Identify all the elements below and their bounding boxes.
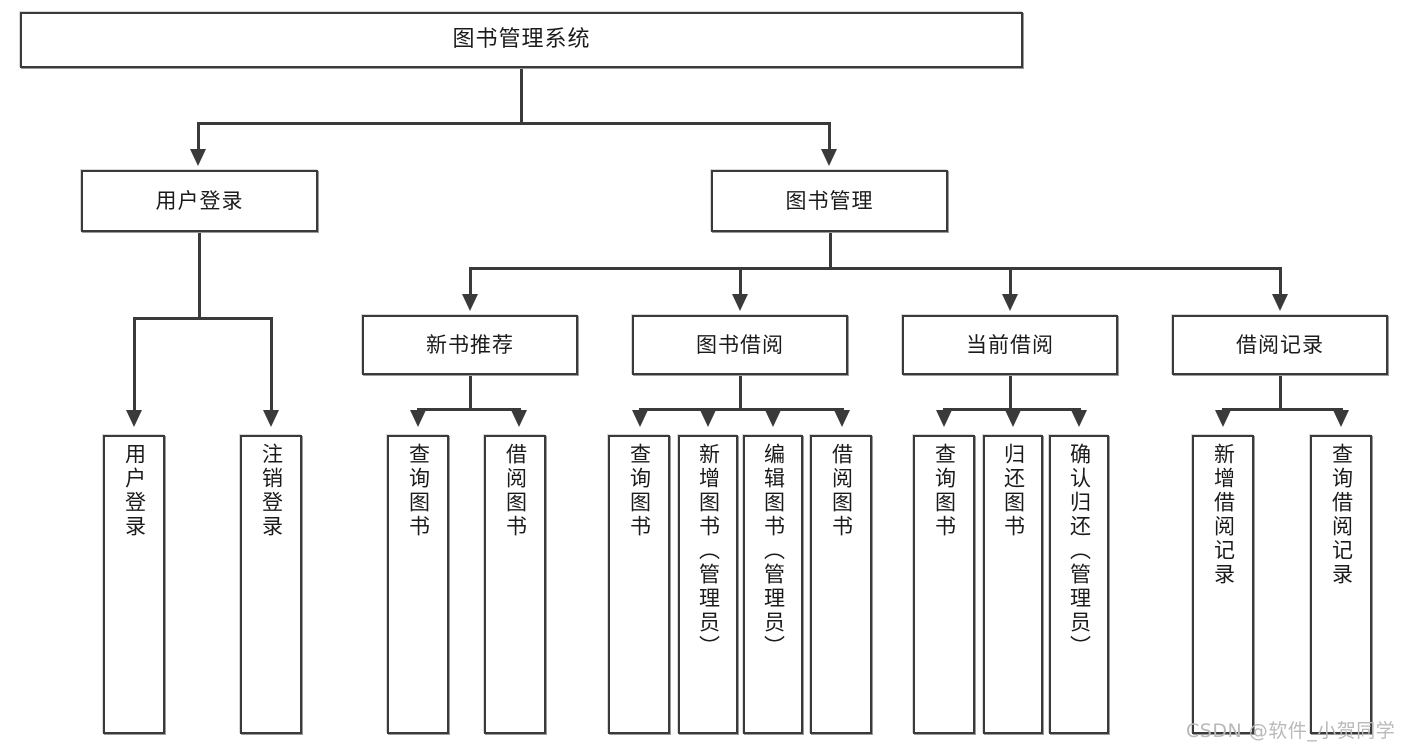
node-newbook[interactable]: 新书推荐 <box>362 315 578 375</box>
arrow-l-bor-1 <box>632 410 648 427</box>
node-l-cur-1[interactable]: 查询图书 <box>913 435 975 734</box>
connector-current-stem <box>1009 375 1012 408</box>
node-l-new-1[interactable]: 查询图书 <box>387 435 449 734</box>
node-l-bor-4[interactable]: 借阅图书 <box>810 435 872 734</box>
node-label-login: 用户登录 <box>155 188 244 213</box>
node-l-rec-1[interactable]: 新增借阅记录 <box>1192 435 1254 734</box>
arrow-l-cur-3 <box>1071 410 1087 427</box>
arrow-current <box>1002 294 1018 311</box>
arrow-borrow <box>732 294 748 311</box>
node-bookmgmt[interactable]: 图书管理 <box>711 170 948 232</box>
node-l-cur-2[interactable]: 归还图书 <box>983 435 1043 734</box>
node-label-l-cur-2: 归还图书 <box>1001 443 1026 539</box>
node-borrow[interactable]: 图书借阅 <box>632 315 848 375</box>
connector-newbook-drop <box>469 267 472 294</box>
arrow-l-cur-2 <box>1005 410 1021 427</box>
arrow-l-rec-1 <box>1215 410 1231 427</box>
node-label-l-login-1: 用户登录 <box>122 443 147 539</box>
arrow-l-login-1 <box>126 410 142 427</box>
connector-bookmgmt-bar <box>469 267 1280 270</box>
connector-records-bar <box>1222 408 1341 411</box>
arrow-records <box>1272 294 1288 311</box>
node-label-l-cur-1: 查询图书 <box>932 443 957 539</box>
node-label-bookmgmt: 图书管理 <box>785 188 874 213</box>
arrow-l-new-1 <box>410 410 426 427</box>
connector-login-l-drop-1 <box>133 317 136 410</box>
connector-login-stem <box>198 232 201 317</box>
connector-login-l-drop-2 <box>270 317 273 410</box>
node-l-bor-3[interactable]: 编辑图书（管理员） <box>743 435 803 734</box>
node-label-l-bor-3: 编辑图书（管理员） <box>761 443 786 659</box>
connector-login-drop <box>197 122 200 149</box>
node-records[interactable]: 借阅记录 <box>1172 315 1388 375</box>
connector-records-drop <box>1279 267 1282 294</box>
connector-current-bar <box>943 408 1079 411</box>
node-label-l-bor-4: 借阅图书 <box>829 443 854 539</box>
node-l-login-2[interactable]: 注销登录 <box>240 435 302 734</box>
node-l-new-2[interactable]: 借阅图书 <box>484 435 546 734</box>
connector-records-stem <box>1279 375 1282 408</box>
node-label-l-new-1: 查询图书 <box>406 443 431 539</box>
node-label-l-bor-1: 查询图书 <box>627 443 652 539</box>
arrow-l-bor-4 <box>834 410 850 427</box>
node-l-bor-1[interactable]: 查询图书 <box>608 435 670 734</box>
node-label-root: 图书管理系统 <box>452 27 591 53</box>
connector-borrow-drop <box>739 267 742 294</box>
node-l-bor-2[interactable]: 新增图书（管理员） <box>678 435 738 734</box>
node-label-current: 当前借阅 <box>966 332 1054 357</box>
node-label-newbook: 新书推荐 <box>426 332 514 357</box>
connector-newbook-stem <box>469 375 472 408</box>
arrow-l-bor-3 <box>765 410 781 427</box>
node-label-l-bor-2: 新增图书（管理员） <box>696 443 721 659</box>
connector-newbook-bar <box>417 408 518 411</box>
node-label-borrow: 图书借阅 <box>696 332 784 357</box>
node-l-cur-3[interactable]: 确认归还（管理员） <box>1049 435 1109 734</box>
arrow-login <box>190 149 206 166</box>
node-login[interactable]: 用户登录 <box>81 170 318 232</box>
arrow-l-login-2 <box>263 410 279 427</box>
arrow-l-new-2 <box>511 410 527 427</box>
connector-bookmgmt-drop <box>828 122 831 149</box>
node-label-l-rec-2: 查询借阅记录 <box>1329 443 1354 587</box>
connector-current-drop <box>1009 267 1012 294</box>
node-l-login-1[interactable]: 用户登录 <box>103 435 165 734</box>
connector-root-stem <box>520 68 523 122</box>
node-label-l-cur-3: 确认归还（管理员） <box>1067 443 1092 659</box>
connector-borrow-stem <box>739 375 742 408</box>
arrow-newbook <box>462 294 478 311</box>
node-l-rec-2[interactable]: 查询借阅记录 <box>1310 435 1372 734</box>
node-label-l-rec-1: 新增借阅记录 <box>1211 443 1236 587</box>
node-label-l-new-2: 借阅图书 <box>503 443 528 539</box>
node-root[interactable]: 图书管理系统 <box>20 12 1023 68</box>
connector-login-bar <box>133 317 271 320</box>
node-label-records: 借阅记录 <box>1236 332 1324 357</box>
node-label-l-login-2: 注销登录 <box>259 443 284 539</box>
arrow-bookmgmt <box>821 149 837 166</box>
arrow-l-rec-2 <box>1333 410 1349 427</box>
connector-root-bar <box>197 122 829 125</box>
arrow-l-bor-2 <box>700 410 716 427</box>
connector-borrow-bar <box>639 408 842 411</box>
node-current[interactable]: 当前借阅 <box>902 315 1118 375</box>
arrow-l-cur-1 <box>936 410 952 427</box>
connector-bookmgmt-stem <box>829 232 832 267</box>
